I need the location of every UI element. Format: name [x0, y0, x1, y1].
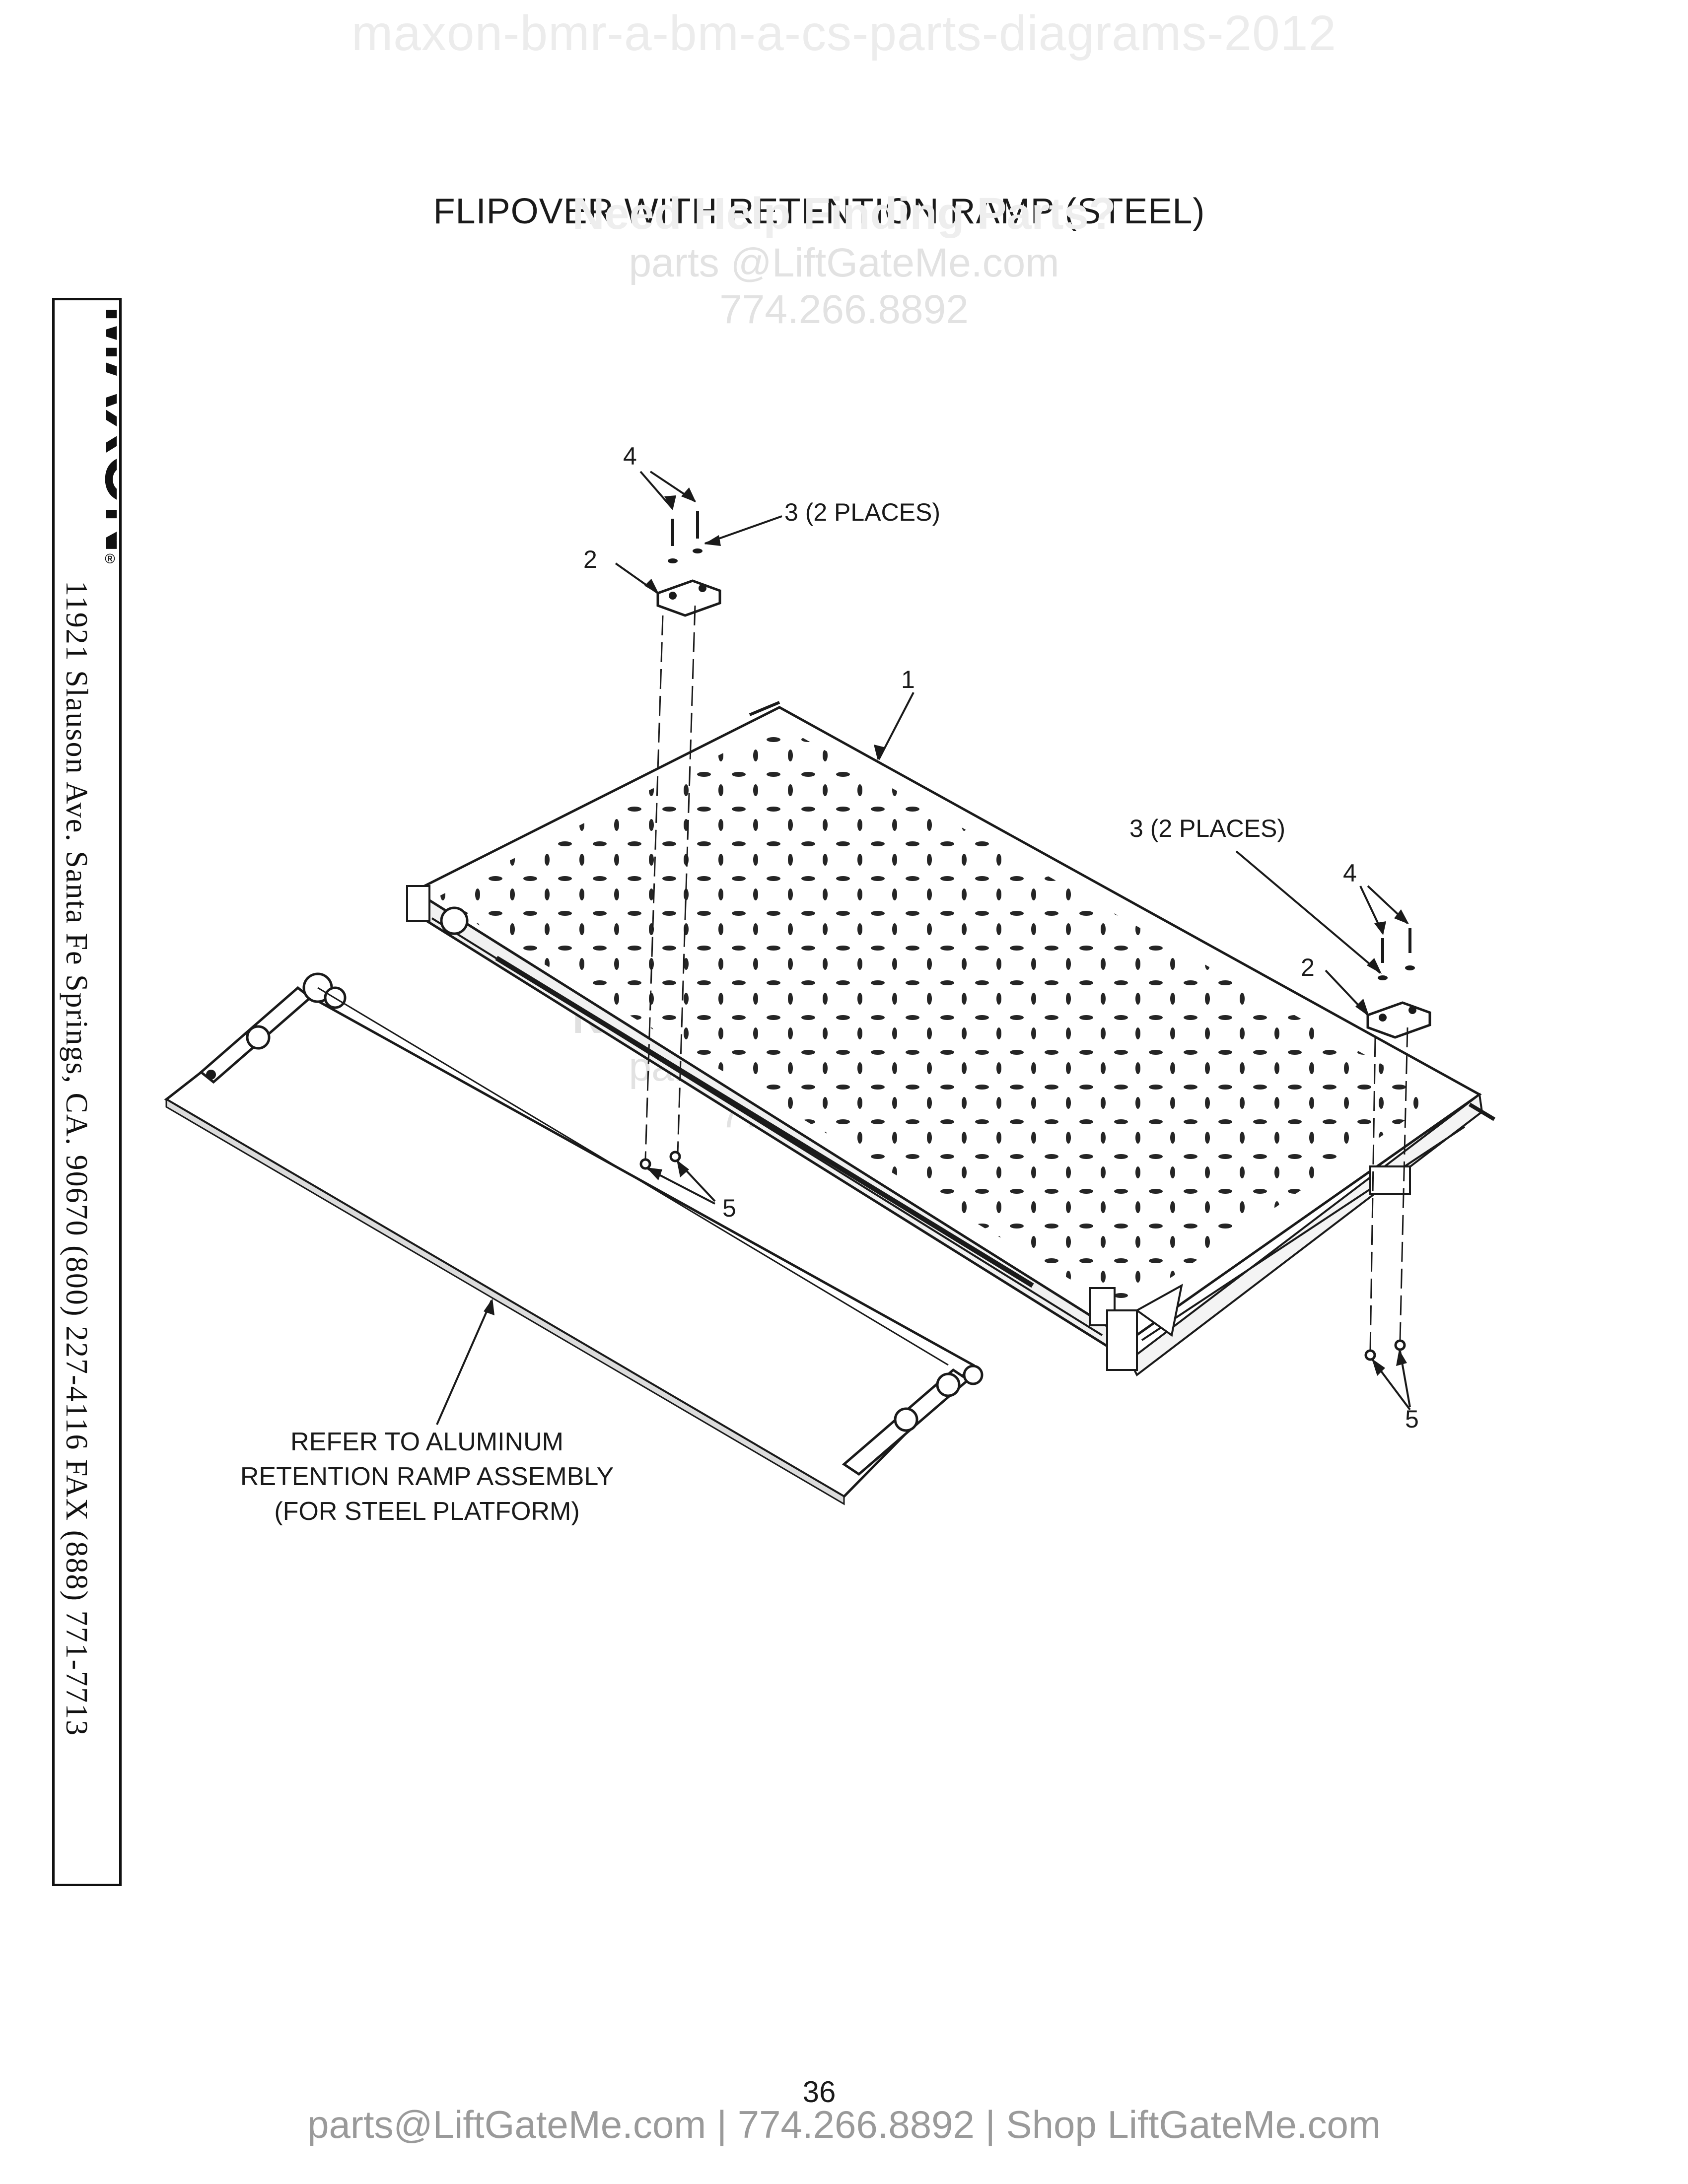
- watermark-top: maxon-bmr-a-bm-a-cs-parts-diagrams-2012: [352, 5, 1336, 61]
- sidebar-address: 11921 Slauson Ave. Santa Fe Springs, CA.…: [60, 581, 93, 1737]
- ramp-reference-note: REFER TO ALUMINUM RETENTION RAMP ASSEMBL…: [213, 1425, 640, 1529]
- callout-2-right: 2: [1301, 954, 1315, 981]
- footer-contact: parts@LiftGateMe.com | 774.266.8892 | Sh…: [307, 2103, 1381, 2146]
- retention-ramp: [164, 972, 984, 1505]
- callout-3-top: 3 (2 PLACES): [784, 498, 941, 526]
- mounting-block-right: [1366, 928, 1431, 1039]
- watermark-line: parts @LiftGateMe.com: [629, 240, 1059, 285]
- page-title: FLIPOVER WITH RETENTION RAMP (STEEL): [433, 192, 1205, 231]
- callout-2-top: 2: [583, 546, 597, 573]
- watermark-block-top: Need Help Finding Parts? parts @LiftGate…: [496, 189, 1192, 333]
- arrowheads: [484, 487, 1409, 1376]
- maxon-logo: MAXON: [91, 305, 117, 553]
- maxon-logo-text: MAXON: [91, 305, 117, 553]
- callout-5-mid: 5: [722, 1194, 736, 1222]
- note-line: RETENTION RAMP ASSEMBLY: [240, 1462, 614, 1491]
- note-line: REFER TO ALUMINUM: [290, 1428, 563, 1456]
- mounting-block-left: [656, 511, 721, 617]
- nuts: [639, 1151, 1406, 1361]
- page-number: 36: [802, 2075, 836, 2109]
- callout-5-right: 5: [1405, 1405, 1419, 1433]
- steel-platform: [406, 701, 1496, 1377]
- alignment-lines: [644, 605, 1408, 1351]
- registered-mark: ®: [102, 551, 118, 566]
- sidebar-frame: [52, 298, 122, 1886]
- callout-3-right: 3 (2 PLACES): [1129, 815, 1286, 842]
- callout-1: 1: [901, 666, 915, 693]
- callout-4-top: 4: [623, 442, 637, 470]
- callout-4-right: 4: [1343, 859, 1357, 887]
- watermark-line: Need Help Finding Parts?: [572, 189, 1116, 239]
- watermark-line: 774.266.8892: [719, 287, 969, 332]
- note-line: (FOR STEEL PLATFORM): [274, 1497, 580, 1526]
